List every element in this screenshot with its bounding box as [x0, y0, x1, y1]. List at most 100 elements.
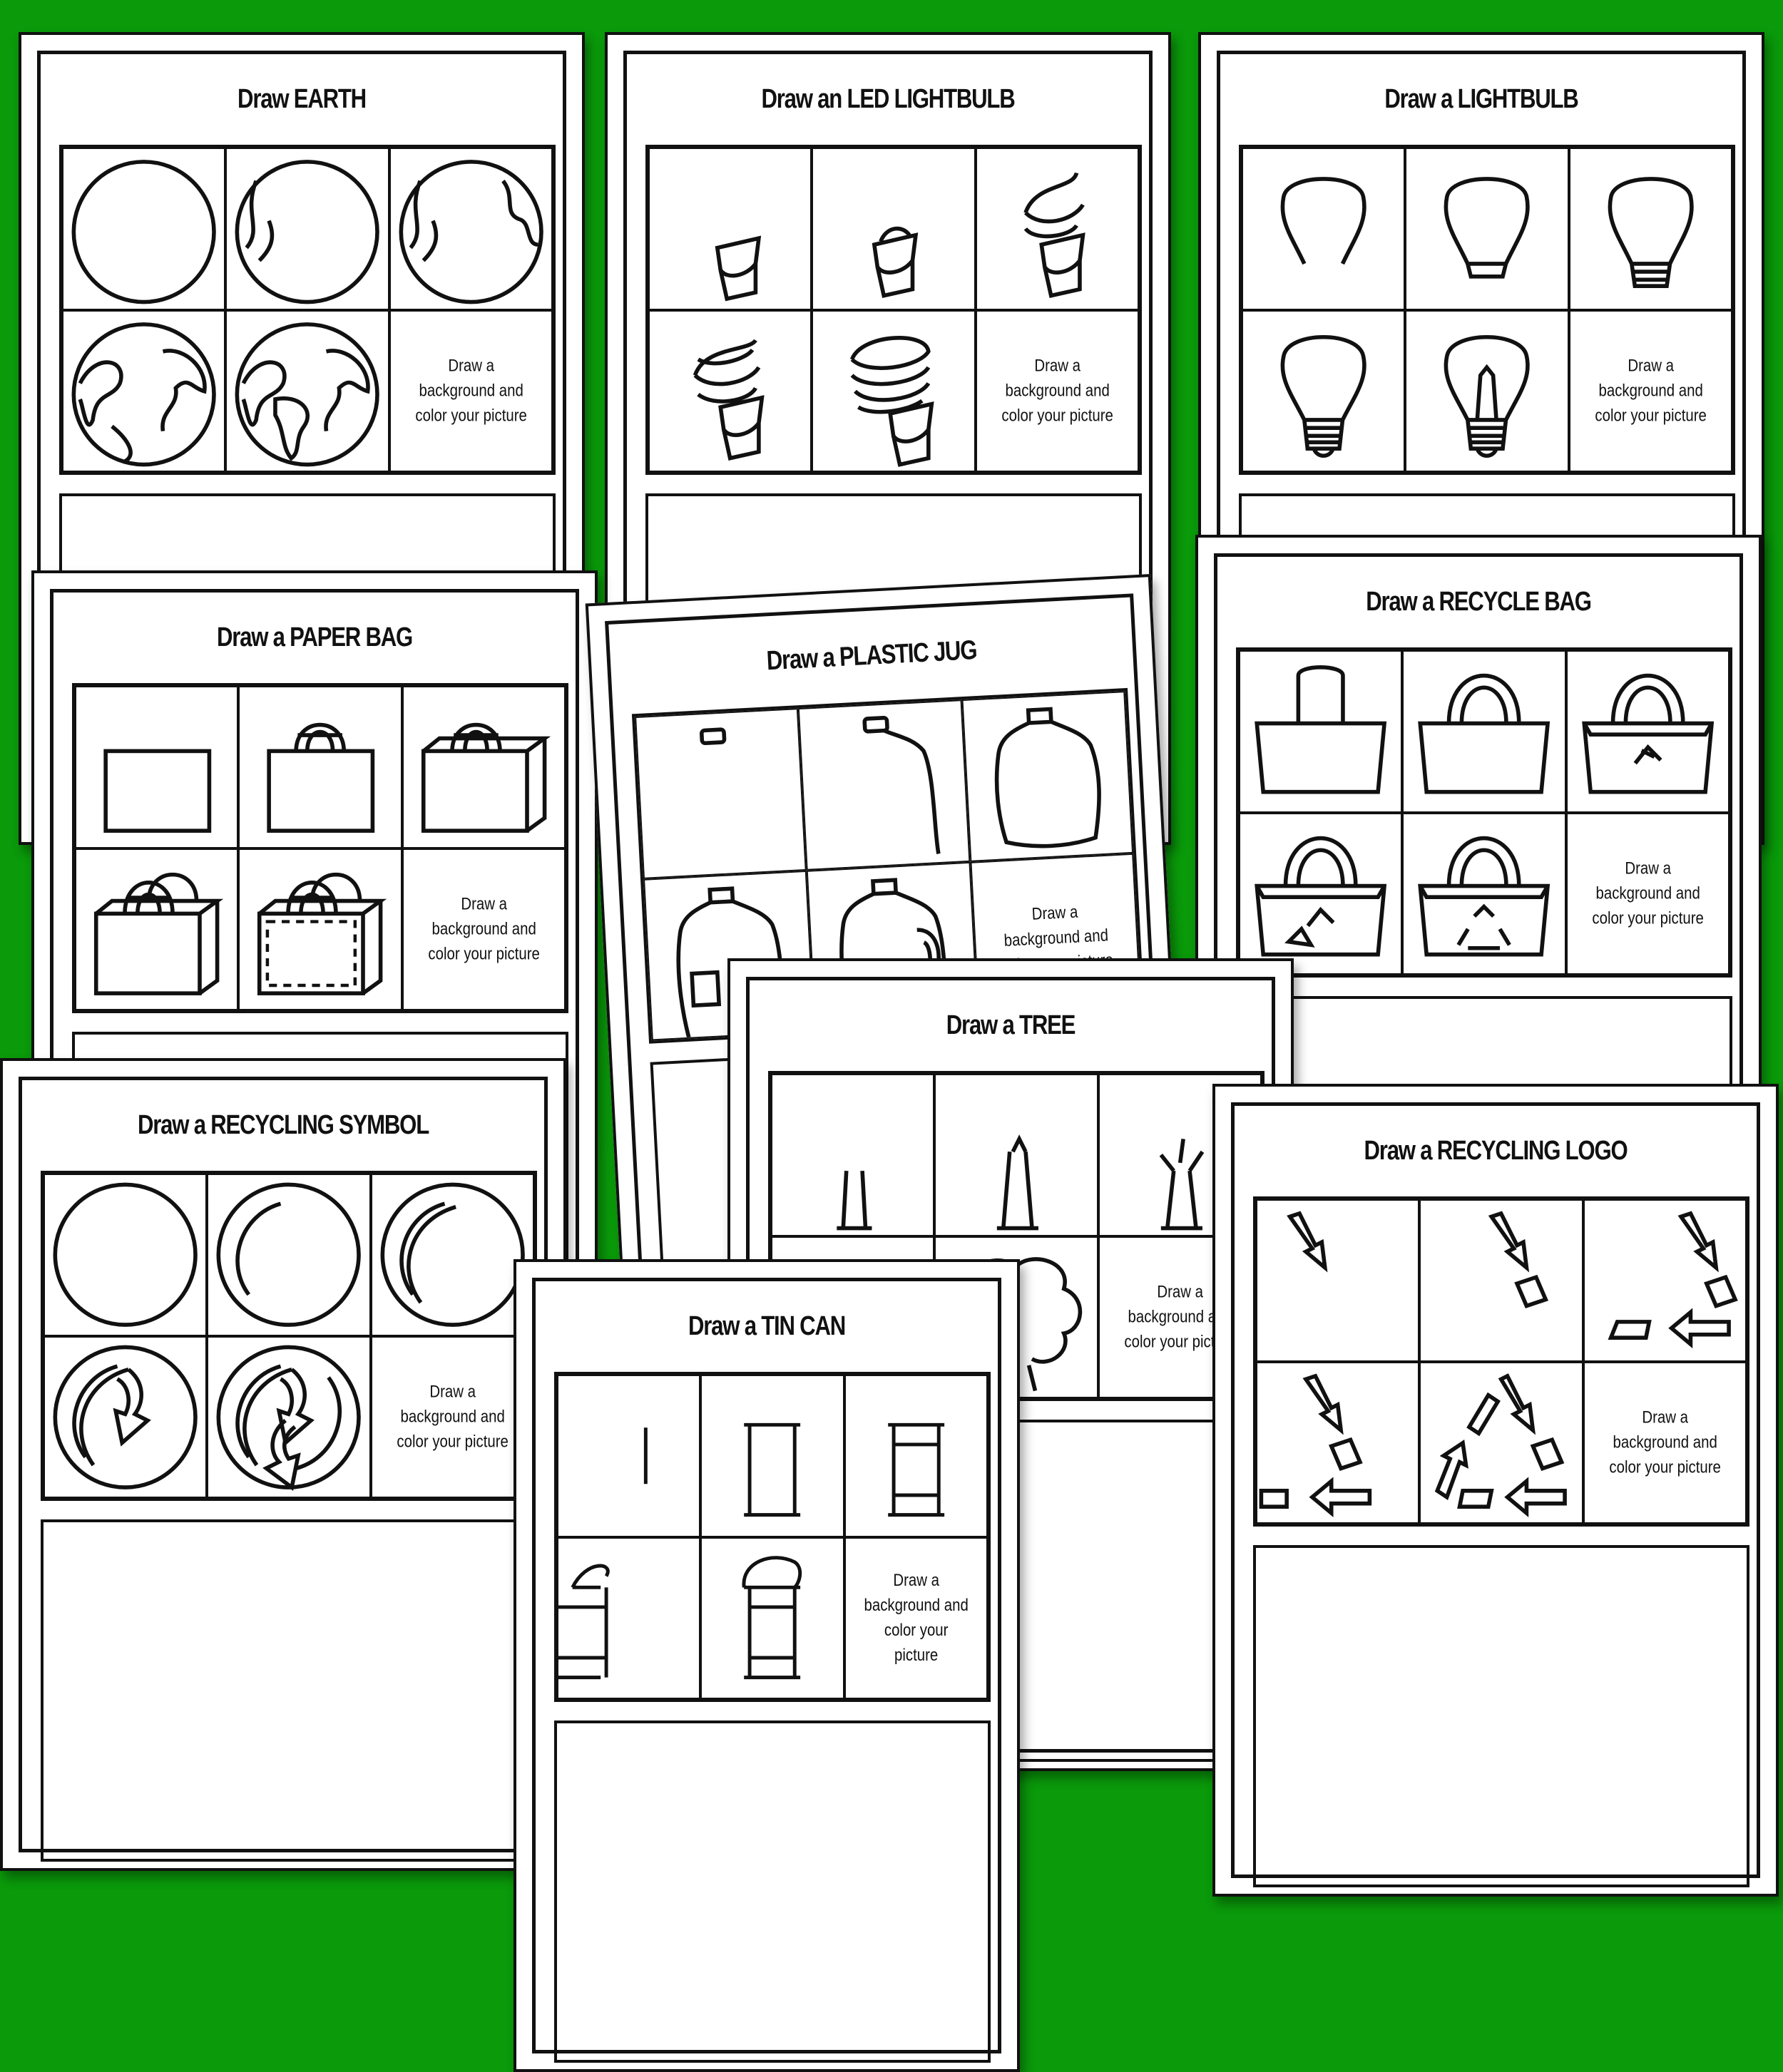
tree-step-2-drawing [997, 1134, 1039, 1231]
worksheet-frame: Draw a LIGHTBULB Draw a background and c… [1217, 51, 1746, 836]
worksheet-plastic-jug: Draw a PLASTIC JUG Draw a background and… [585, 574, 1194, 1415]
instruction-text: Draw a background and color your picture [415, 356, 527, 426]
worksheet-frame: Draw a RECYCLING LOGO Draw a background … [1231, 1102, 1760, 1887]
recycle-bag-step-1-drawing [1255, 665, 1387, 794]
instruction-text: Draw a background and color your picture [1592, 858, 1704, 928]
tin-can-step-2-drawing [744, 1422, 801, 1517]
step-3 [961, 691, 1134, 862]
step-1 [62, 148, 226, 310]
led-step-2-drawing [872, 226, 919, 298]
step-2 [238, 686, 402, 848]
step-1 [648, 148, 812, 310]
led-step-4-drawing [693, 338, 765, 461]
step-2 [1405, 148, 1569, 310]
drawing-area [554, 1720, 991, 2063]
earth-step-3-drawing [399, 160, 543, 304]
step-1 [1239, 650, 1403, 813]
symbol-step-1-drawing [53, 1182, 198, 1327]
worksheet-frame: Draw a RECYCLING SYMBOL Draw a backgroun… [19, 1077, 548, 1862]
worksheet-title: Draw a RECYCLING LOGO [1364, 1136, 1628, 1166]
step-2 [225, 148, 389, 310]
paper-bag-step-4-drawing [93, 872, 224, 995]
step-5 [238, 848, 402, 1010]
instruction-text: Draw a background and color your picture [1595, 356, 1707, 426]
jug-step-2-drawing [862, 715, 941, 854]
worksheet-recycling-symbol: Draw a RECYCLING SYMBOL Draw a backgroun… [0, 1058, 566, 1871]
worksheet-recycling-logo: Draw a RECYCLING LOGO Draw a background … [1212, 1084, 1779, 1897]
lightbulb-step-1-drawing [1280, 177, 1366, 265]
step-5 [1419, 1361, 1583, 1524]
instruction-text: Draw a background and color your picture [1001, 356, 1113, 426]
step-5 [1405, 309, 1569, 472]
instruction-cell: Draw a background and color your picture [1565, 812, 1730, 975]
tree-step-1-drawing [837, 1170, 872, 1231]
step-5 [225, 309, 389, 472]
symbol-step-2-drawing [216, 1182, 362, 1327]
paper-bag-step-5-drawing [257, 872, 387, 995]
step-3 [975, 148, 1139, 310]
step-grid: Draw a background and color your picture [1253, 1196, 1749, 1527]
instruction-cell: Draw a background and color your picture [389, 309, 553, 472]
led-step-5-drawing [850, 335, 934, 467]
step-1 [1242, 148, 1406, 310]
step-grid: Draw a background and color your picture [72, 683, 568, 1013]
earth-step-2-drawing [235, 160, 380, 304]
paper-bag-step-1-drawing [103, 749, 212, 833]
step-2 [1419, 1199, 1583, 1362]
logo-step-5-drawing [1435, 1373, 1568, 1517]
step-1 [75, 686, 239, 848]
worksheet-title: Draw a TIN CAN [688, 1311, 846, 1341]
lightbulb-step-2-drawing [1444, 177, 1531, 279]
step-2 [700, 1375, 844, 1537]
symbol-step-5-drawing [216, 1345, 362, 1491]
step-4 [643, 870, 815, 1041]
step-4 [1256, 1361, 1420, 1524]
recycle-bag-step-5-drawing [1418, 836, 1550, 956]
step-5 [807, 861, 979, 1032]
step-3 [1583, 1199, 1747, 1362]
step-5 [207, 1335, 371, 1498]
step-grid: Draw a background and color your picture [41, 1171, 537, 1501]
worksheet-frame: Draw a PAPER BAG Draw a background and c… [50, 589, 579, 1374]
logo-step-1-drawing [1287, 1211, 1328, 1273]
step-grid: Draw a background and color your picture [1236, 647, 1732, 978]
step-4 [62, 309, 226, 472]
step-grid: Draw a background and color your picture [1239, 145, 1735, 475]
step-4 [75, 848, 239, 1010]
worksheet-frame: Draw a PLASTIC JUG Draw a background and… [605, 593, 1174, 1405]
jug-step-4-drawing [676, 886, 785, 1038]
recycle-bag-step-2-drawing [1418, 673, 1550, 794]
worksheet-title: Draw a RECYCLE BAG [1366, 587, 1592, 617]
step-2 [934, 1074, 1098, 1236]
worksheet-title: Draw a PAPER BAG [216, 622, 413, 652]
worksheet-title: Draw a PLASTIC JUG [765, 635, 978, 677]
instruction-text: Draw a background and color your picture [864, 1571, 969, 1666]
worksheet-title: Draw a RECYCLING SYMBOL [137, 1110, 429, 1140]
step-3 [844, 1375, 988, 1537]
worksheet-title: Draw a TREE [946, 1010, 1076, 1040]
step-2 [798, 699, 971, 871]
step-1 [1256, 1199, 1420, 1362]
step-grid: Draw a background and color your picture [59, 145, 556, 475]
step-1 [557, 1375, 701, 1537]
instruction-cell: Draw a background and color your picture [1568, 309, 1732, 472]
symbol-step-4-drawing [53, 1345, 198, 1489]
worksheet-title: Draw a LIGHTBULB [1384, 84, 1578, 114]
instruction-cell: Draw a background and color your picture [402, 848, 566, 1010]
step-4 [557, 1537, 701, 1699]
symbol-step-3-drawing [380, 1182, 525, 1327]
instruction-cell: Draw a background and color your picture [1583, 1361, 1747, 1524]
tin-can-step-4-drawing [558, 1564, 610, 1679]
drawing-area [1253, 1545, 1749, 1887]
led-step-1-drawing [715, 235, 762, 302]
led-step-3-drawing [1023, 172, 1085, 298]
lightbulb-step-4-drawing [1280, 334, 1366, 458]
step-grid: Draw a background and color your picture [631, 687, 1145, 1044]
paper-bag-step-2-drawing [267, 722, 375, 833]
recycle-bag-step-4-drawing [1255, 836, 1387, 956]
step-4 [44, 1335, 208, 1498]
step-2 [207, 1174, 371, 1336]
step-3 [370, 1174, 534, 1336]
step-4 [1242, 309, 1406, 472]
step-2 [1402, 650, 1566, 813]
